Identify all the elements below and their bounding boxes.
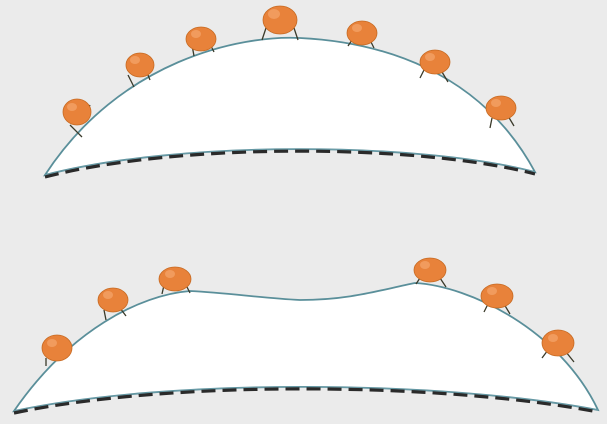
top-panel <box>45 6 535 177</box>
bead <box>262 6 298 40</box>
bead <box>159 267 191 294</box>
bottom-panel <box>14 258 598 413</box>
top-arch-body <box>45 38 535 175</box>
